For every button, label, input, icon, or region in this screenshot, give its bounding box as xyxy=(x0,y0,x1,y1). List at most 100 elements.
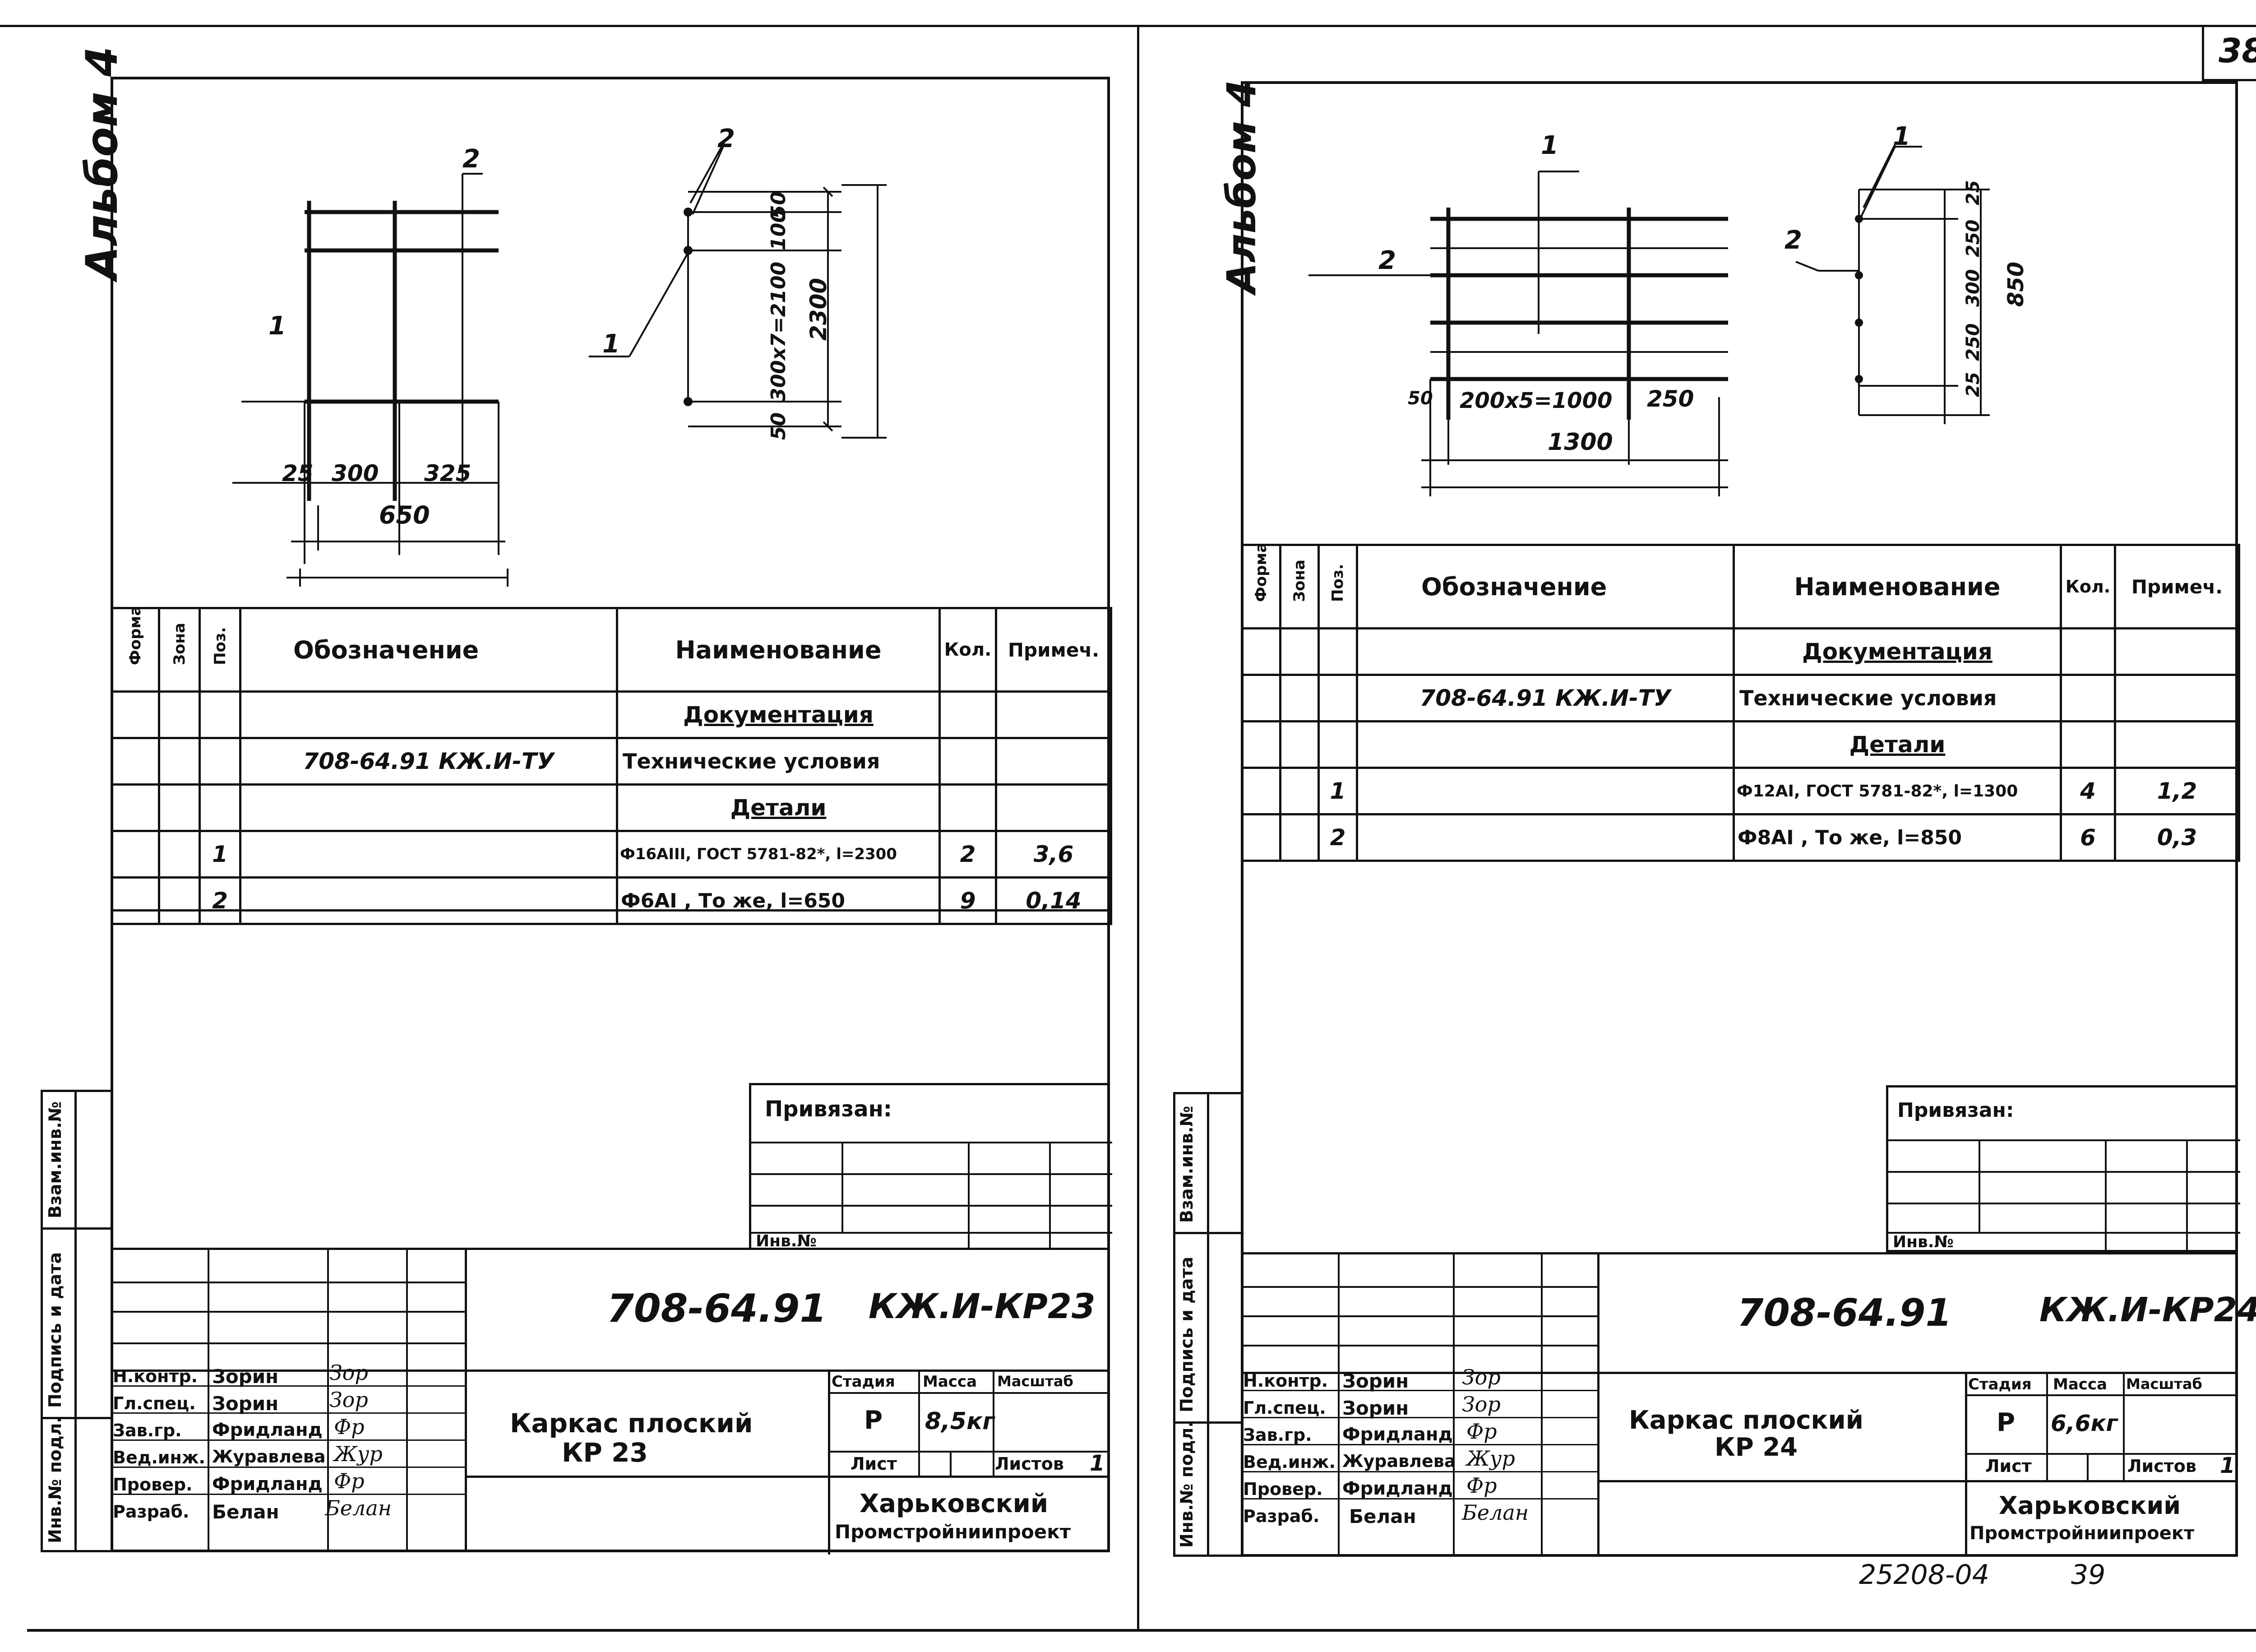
left-person-role-2: Гл.спец. xyxy=(113,1393,196,1413)
right-row2-pos xyxy=(1318,674,1358,722)
left-people-rules xyxy=(111,1385,465,1552)
left-person-role-5: Провер. xyxy=(113,1475,193,1495)
right-privyazan-label: Привязан: xyxy=(1897,1099,2014,1122)
left-dim-2300: 2300 xyxy=(805,278,832,341)
left-row4-note: 3,6 xyxy=(995,830,1112,879)
table-row: Детали xyxy=(111,783,1112,832)
right-person-name-4: Журавлева xyxy=(1342,1451,1456,1471)
right-spec-header-row: Формат Зона Поз. Обозначение Наименовани… xyxy=(1241,544,2240,629)
left-row2-pos xyxy=(199,737,241,786)
right-person-role-6: Разраб. xyxy=(1243,1506,1320,1526)
left-person-role-4: Вед.инж. xyxy=(113,1448,205,1467)
right-dim-250-a: 250 xyxy=(1963,219,1983,258)
table-row: Документация xyxy=(1241,627,2240,676)
left-row3-pos xyxy=(199,783,241,832)
right-spec-table: Формат Зона Поз. Обозначение Наименовани… xyxy=(1241,544,2240,862)
left-person-sig-5: Фр xyxy=(334,1469,365,1493)
left-person-sig-6: Белан xyxy=(325,1496,392,1520)
right-sheets-label: Листов xyxy=(2127,1456,2196,1476)
left-person-sig-3: Фр xyxy=(334,1415,365,1439)
page-number-box: 38 xyxy=(2202,27,2256,81)
left-sheet-label: Лист xyxy=(851,1454,897,1474)
left-person-role-3: Зав.гр. xyxy=(113,1421,182,1440)
left-spec-table: Формат Зона Поз. Обозначение Наименовани… xyxy=(111,607,1112,925)
page-number: 38 xyxy=(2219,32,2256,70)
right-stage-value: Р xyxy=(1997,1408,2016,1437)
left-header-zone: Зона xyxy=(158,607,201,693)
left-callout-1-side: 1 xyxy=(602,329,620,359)
right-row1-name: Документация xyxy=(1733,627,2062,676)
left-inv-label: Инв.№ xyxy=(756,1232,817,1250)
left-callout-2-side: 2 xyxy=(717,124,735,153)
left-row1-note xyxy=(995,690,1112,739)
right-dim-250-b: 250 xyxy=(1963,323,1983,361)
left-side-label-sign: Подпись и дата xyxy=(45,1252,65,1408)
right-row2-name: Технические условия xyxy=(1733,674,2062,722)
left-header-qty: Кол. xyxy=(938,607,997,693)
left-row3-name: Детали xyxy=(616,783,941,832)
left-row1-name: Документация xyxy=(616,690,941,739)
right-row2-qty xyxy=(2060,674,2116,722)
left-stage-value: Р xyxy=(864,1406,883,1435)
footer-page: 39 xyxy=(2071,1559,2106,1591)
left-header-note: Примеч. xyxy=(995,607,1112,693)
left-dim-325: 325 xyxy=(424,460,472,486)
right-row4-pos: 1 xyxy=(1318,767,1358,815)
left-person-sig-1: Зор xyxy=(329,1360,368,1385)
left-person-name-3: Фридланд xyxy=(212,1420,323,1440)
left-header-pos: Поз. xyxy=(199,607,241,693)
right-row4-qty: 4 xyxy=(2060,767,2116,815)
left-person-name-4: Журавлева xyxy=(212,1447,326,1467)
left-privyazan-label: Привязан: xyxy=(765,1097,892,1122)
outer-bottom-line xyxy=(27,1629,2256,1632)
right-side-label-sign: Подпись и дата xyxy=(1177,1256,1197,1412)
right-callout-1-side: 1 xyxy=(1893,122,1910,151)
right-callout-2-front: 2 xyxy=(1378,246,1396,275)
right-row4-designation xyxy=(1356,767,1735,815)
left-row5-qty: 9 xyxy=(938,876,997,925)
left-callout-2-front: 2 xyxy=(462,144,480,174)
right-row5-designation xyxy=(1356,813,1735,862)
left-person-name-1: Зорин xyxy=(212,1365,279,1388)
right-dim-25-bottom: 25 xyxy=(1963,372,1983,397)
left-row1-designation xyxy=(239,690,618,739)
table-row: 1 Ф16АIII, ГОСТ 5781-82*, l=2300 2 3,6 xyxy=(111,830,1112,879)
right-dim-250: 250 xyxy=(1647,386,1694,412)
left-row2-designation: 708-64.91 КЖ.И-ТУ xyxy=(239,737,618,786)
right-dim-300: 300 xyxy=(1963,269,1983,307)
right-doc-code: 708-64.91 xyxy=(1737,1291,1952,1335)
right-person-name-1: Зорин xyxy=(1342,1370,1409,1392)
table-row: 708-64.91 КЖ.И-ТУ Технические условия xyxy=(111,737,1112,786)
left-row1-pos xyxy=(199,690,241,739)
right-row3-designation xyxy=(1356,720,1735,769)
left-spec-header-row: Формат Зона Поз. Обозначение Наименовани… xyxy=(111,607,1112,693)
right-row1-designation xyxy=(1356,627,1735,676)
left-person-role-6: Разраб. xyxy=(113,1502,190,1522)
left-callout-1-front: 1 xyxy=(268,311,286,341)
left-row4-pos: 1 xyxy=(199,830,241,879)
right-person-sig-5: Фр xyxy=(1466,1473,1497,1498)
right-header-zone: Зона xyxy=(1279,544,1320,629)
left-row4-designation xyxy=(239,830,618,879)
right-person-role-4: Вед.инж. xyxy=(1243,1452,1336,1472)
right-callout-1-front: 1 xyxy=(1541,131,1558,160)
right-title-line1: Каркас плоский xyxy=(1629,1406,1863,1435)
table-row: Документация xyxy=(111,690,1112,739)
right-header-note: Примеч. xyxy=(2114,544,2240,629)
left-row2-qty xyxy=(938,737,997,786)
left-dim-300x7: 300x7=2100 xyxy=(767,261,790,402)
right-row5-note: 0,3 xyxy=(2114,813,2240,862)
right-dim-25-top: 25 xyxy=(1963,180,1983,205)
right-dim-200x5: 200x5=1000 xyxy=(1460,388,1613,413)
table-row: 708-64.91 КЖ.И-ТУ Технические условия xyxy=(1241,674,2240,722)
right-inv-label: Инв.№ xyxy=(1893,1233,1954,1251)
right-org-line2: Промстройниипроект xyxy=(1969,1523,2195,1544)
left-spec-bottom-line xyxy=(111,909,1110,912)
left-stage-label: Стадия xyxy=(832,1373,895,1391)
right-row1-pos xyxy=(1318,627,1358,676)
right-org-line1: Харьковский xyxy=(1999,1491,2181,1520)
footer-code: 25208-04 xyxy=(1859,1559,1989,1591)
left-row5-pos: 2 xyxy=(199,876,241,925)
left-row2-name: Технические условия xyxy=(616,737,941,786)
right-privyazan-block: Привязан: Инв.№ xyxy=(1886,1085,2240,1252)
